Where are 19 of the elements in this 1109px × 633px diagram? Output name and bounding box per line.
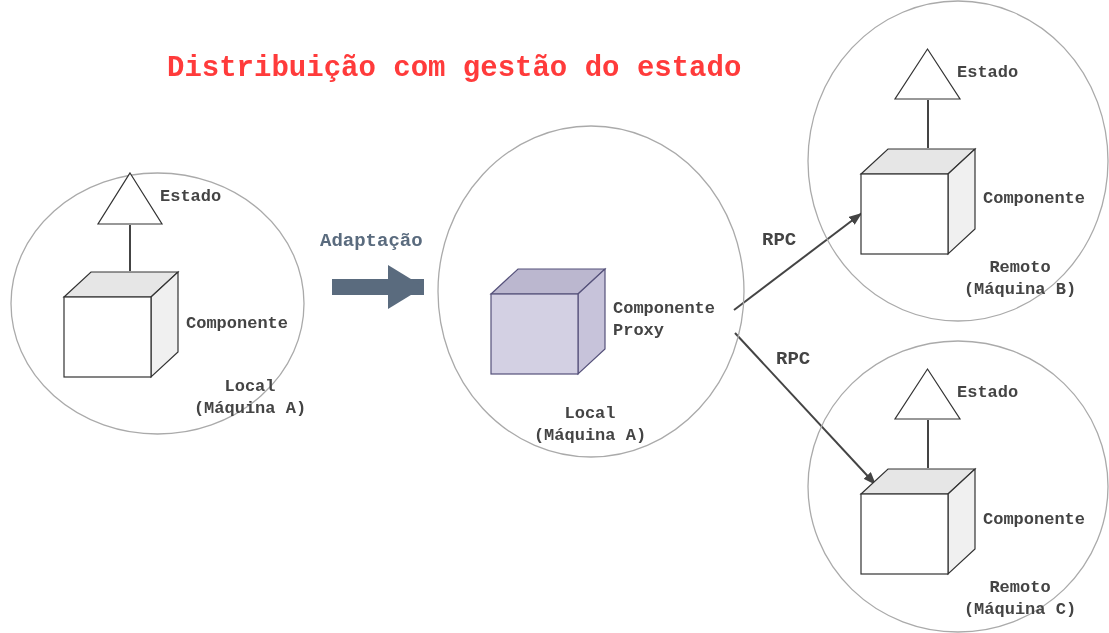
diagram-title: Distribuição com gestão do estado xyxy=(167,52,742,85)
node-label: Componente Proxy xyxy=(613,298,717,342)
arrow xyxy=(332,265,424,309)
node-label: Remoto (Máquina C) xyxy=(962,577,1078,621)
edge-label: RPC xyxy=(776,348,811,370)
edge-label: RPC xyxy=(762,229,797,251)
node-label: Componente xyxy=(983,509,1087,531)
node-label: Local (Máquina A) xyxy=(192,376,308,420)
node-label: Componente xyxy=(983,188,1087,210)
node-label: Remoto (Máquina B) xyxy=(962,257,1078,301)
node-label: Estado xyxy=(160,186,223,208)
node-label: Local (Máquina A) xyxy=(532,403,648,447)
node-label: Componente xyxy=(186,313,290,335)
node-label: Estado xyxy=(957,62,1020,84)
connector-line xyxy=(129,224,131,272)
connector-line xyxy=(927,419,929,469)
node-label: Estado xyxy=(957,382,1020,404)
edge-label: Adaptação xyxy=(320,230,423,252)
connector-line xyxy=(927,99,929,149)
